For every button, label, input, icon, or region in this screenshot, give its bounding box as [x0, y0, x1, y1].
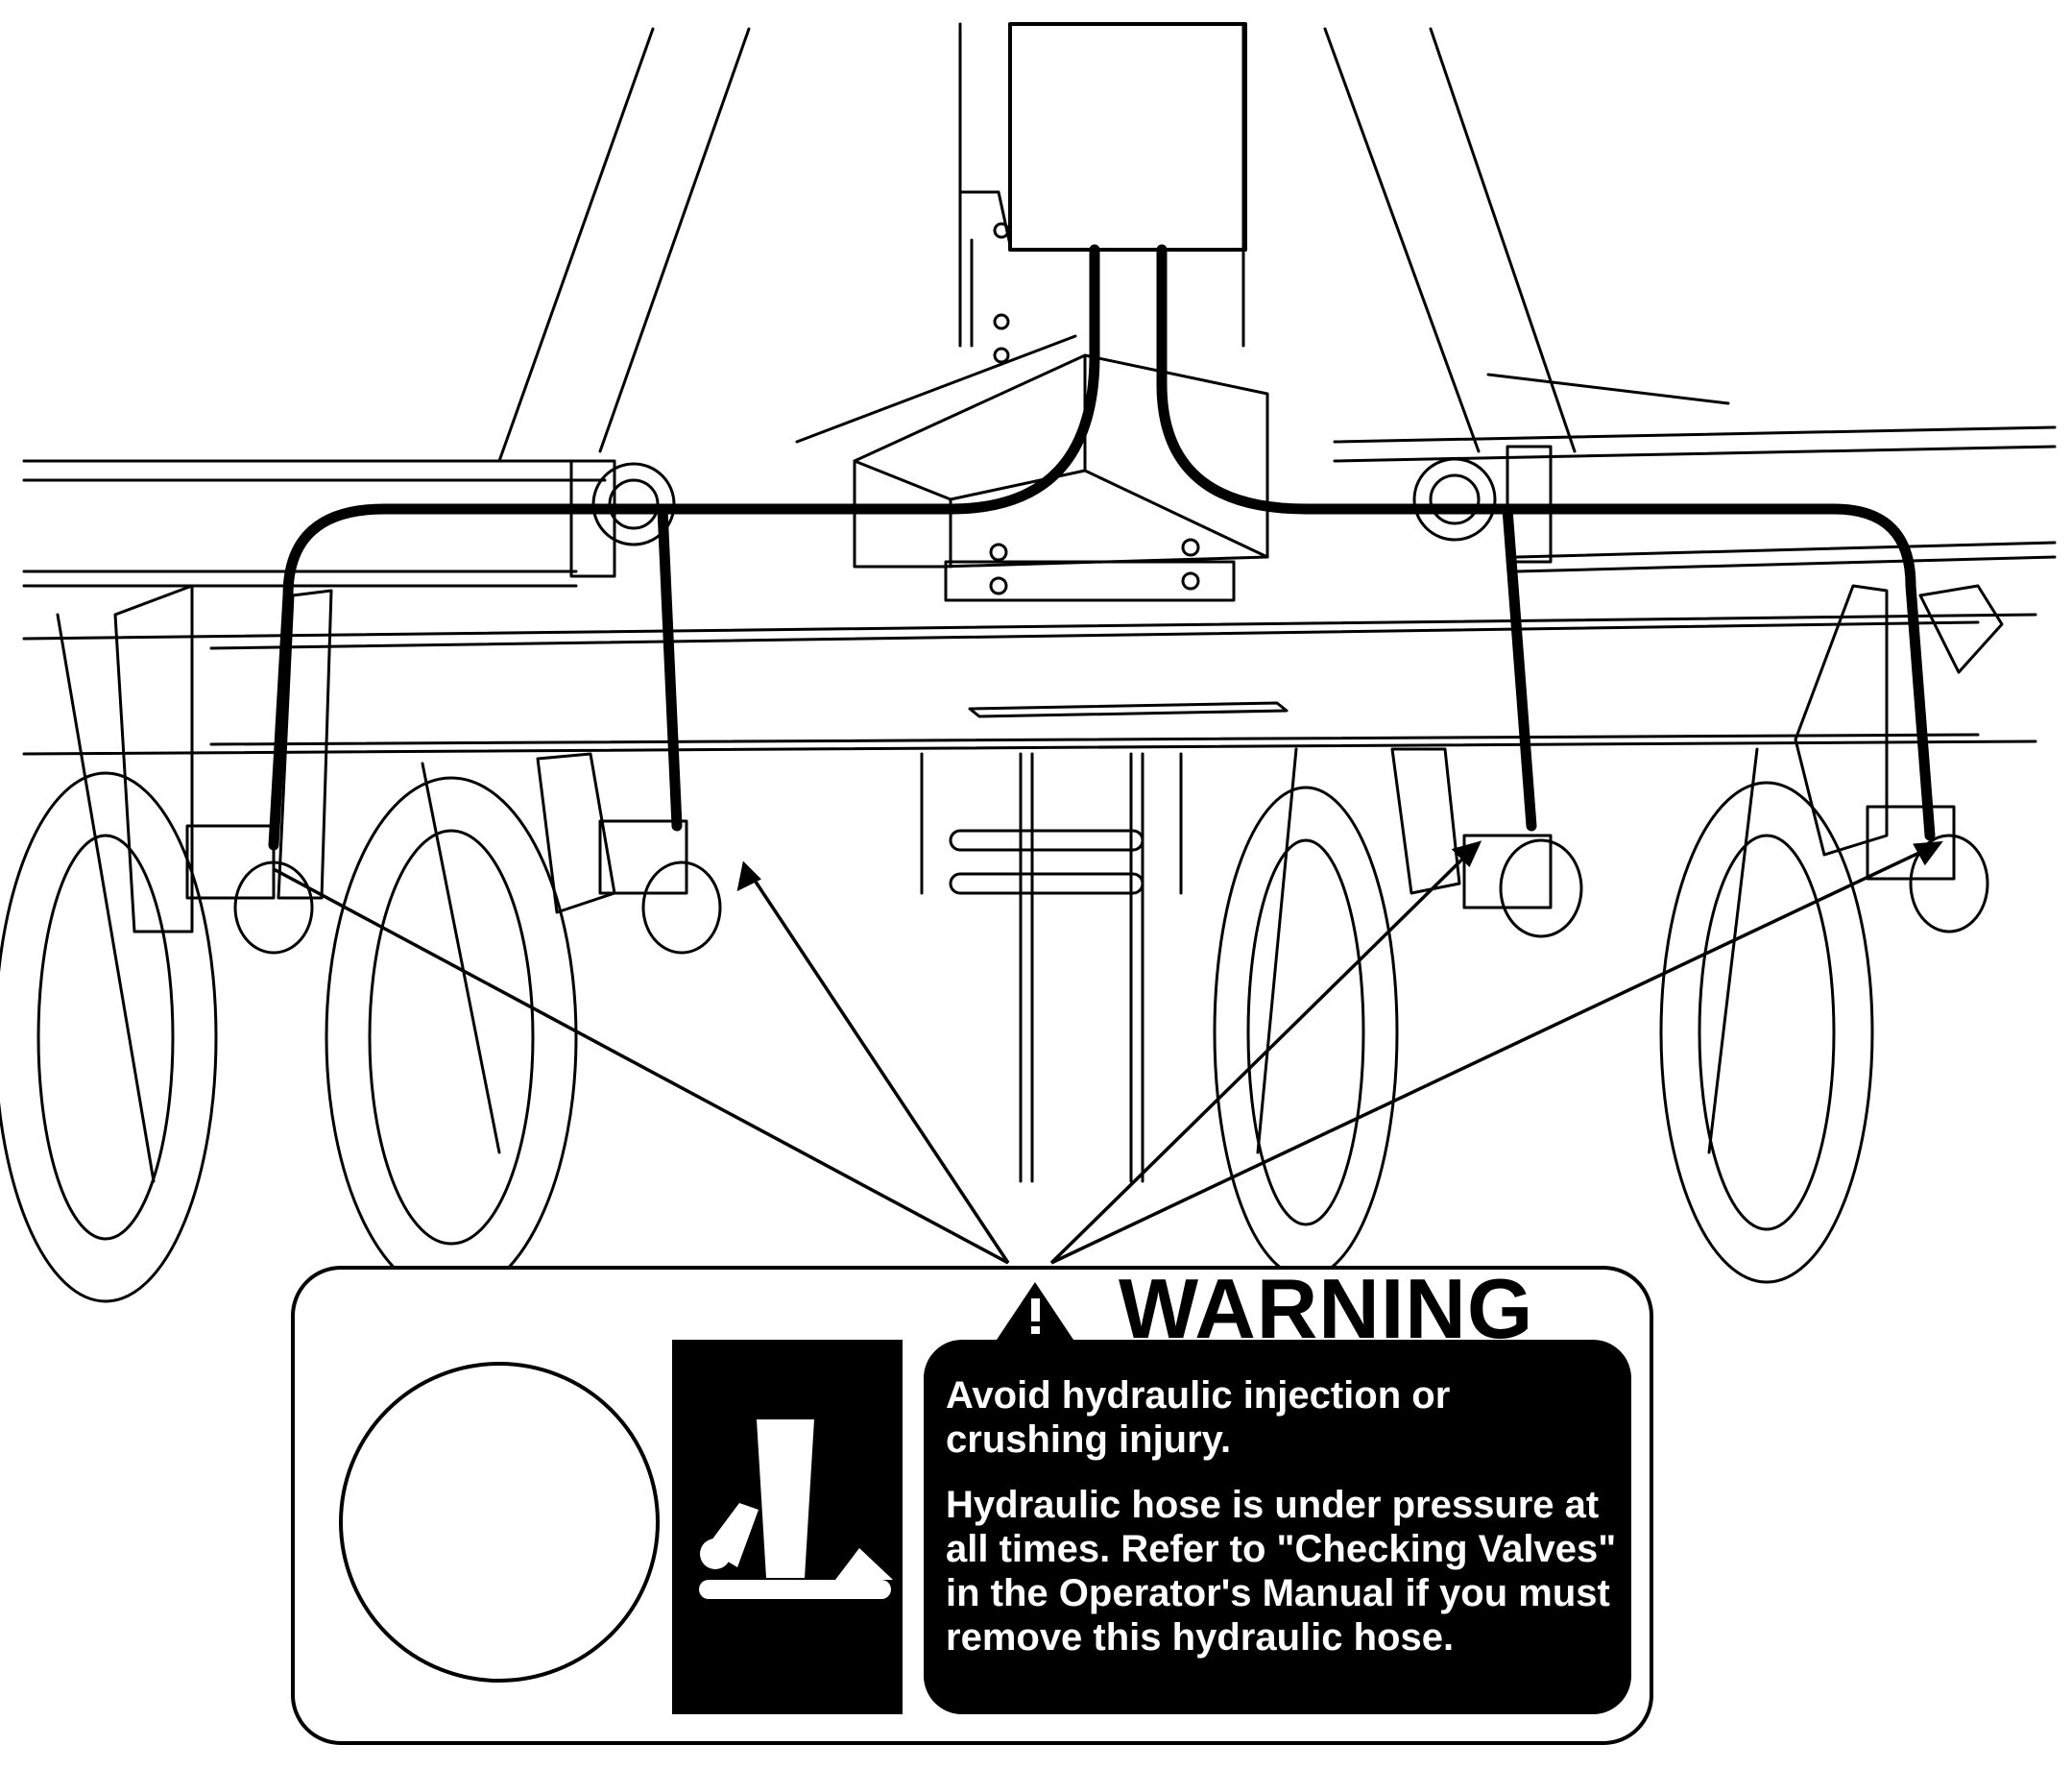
- vertical-post: [920, 752, 1183, 1183]
- gauge-wheels: [0, 613, 1874, 1303]
- warning-decal: WARNING: [291, 1261, 1653, 1745]
- center-hitch: [795, 334, 1269, 602]
- crush-hazard-icon: [699, 1419, 893, 1599]
- signal-word: WARNING: [1119, 1261, 1533, 1356]
- warning-message: Avoid hydraulic injection or crushing in…: [946, 1373, 1618, 1660]
- blank-circle: [339, 1362, 660, 1683]
- message-panel: [924, 1340, 1631, 1714]
- callout-leaders: [273, 840, 1943, 1265]
- lift-mast: [497, 22, 1730, 463]
- row-unit-brackets: [113, 445, 2004, 933]
- hydraulic-hose: [268, 244, 1936, 851]
- hydraulic-cylinders: [185, 805, 1989, 955]
- message-line-2: Hydraulic hose is under pressure at all …: [946, 1484, 1617, 1659]
- warning-triangle-icon: [997, 1282, 1073, 1340]
- message-line-1: Avoid hydraulic injection or crushing in…: [946, 1374, 1451, 1461]
- main-beam: [22, 613, 2037, 756]
